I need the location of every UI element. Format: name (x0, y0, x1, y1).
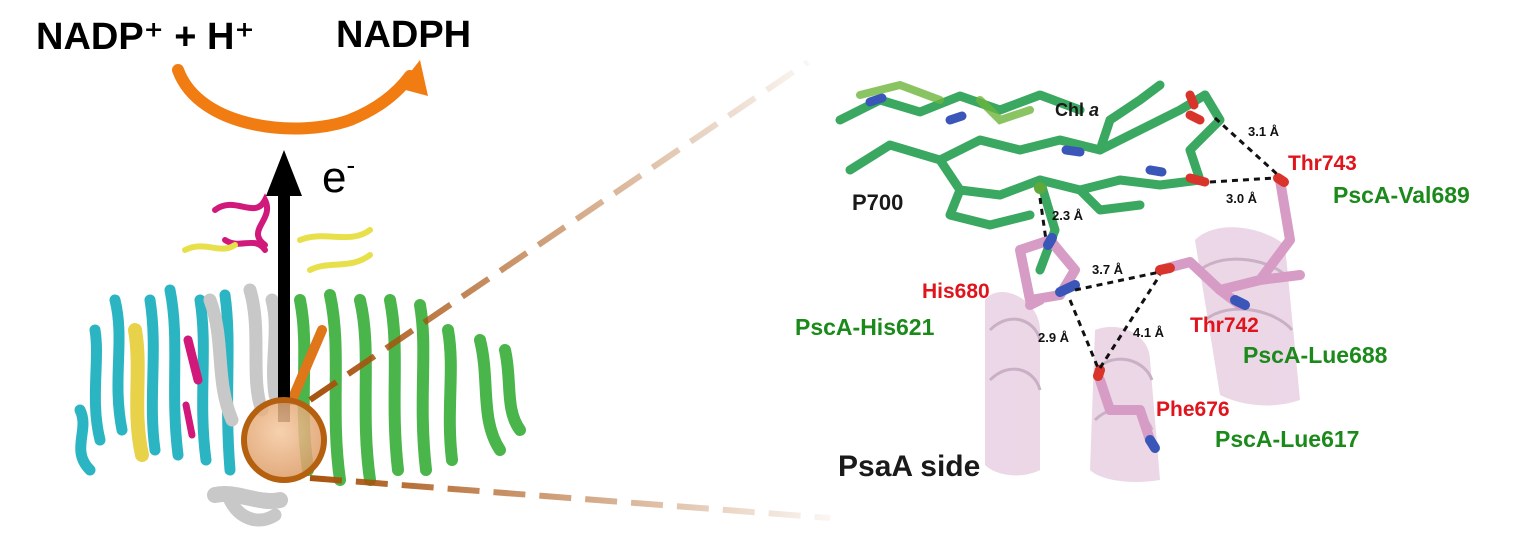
residue-red-label: His680 (922, 280, 990, 303)
reaction-arrow (172, 60, 428, 135)
residue-green-label: PscA-Lue617 (1215, 426, 1360, 452)
chl-a-label: Chl a (1055, 100, 1099, 121)
electron-transfer-arrow (266, 150, 302, 422)
distance-label: 3.1 Å (1248, 124, 1280, 139)
p700-label: P700 (852, 190, 904, 215)
psaa-side-label: PsaA side (838, 450, 981, 483)
residue-green-label: PscA-Val689 (1333, 182, 1470, 208)
reactant-label: NADP⁺ + H⁺ (36, 16, 255, 58)
electron-label: e- (322, 150, 355, 203)
distance-label: 3.7 Å (1092, 262, 1124, 277)
electron-symbol: e (322, 153, 347, 202)
distance-label: 3.0 Å (1226, 191, 1258, 206)
residue-green-label: PscA-His621 (795, 314, 935, 340)
chl-prefix: Chl (1055, 100, 1084, 120)
protein-structure (74, 193, 526, 527)
electron-charge: - (346, 150, 356, 180)
zoom-callout (308, 59, 831, 521)
residue-red-label: Phe676 (1156, 398, 1230, 421)
product-label: NADPH (336, 14, 472, 56)
distance-label: 4.1 Å (1133, 325, 1165, 340)
distance-label: 2.3 Å (1052, 208, 1084, 223)
zoom-panel (835, 80, 1305, 482)
residue-red-label: Thr742 (1190, 314, 1259, 337)
residue-green-label: PscA-Lue688 (1243, 342, 1388, 368)
chl-suffix: a (1089, 100, 1100, 120)
residue-red-label: Thr743 (1288, 152, 1357, 175)
distance-label: 2.9 Å (1038, 330, 1070, 345)
p700-highlight-circle (241, 397, 327, 483)
